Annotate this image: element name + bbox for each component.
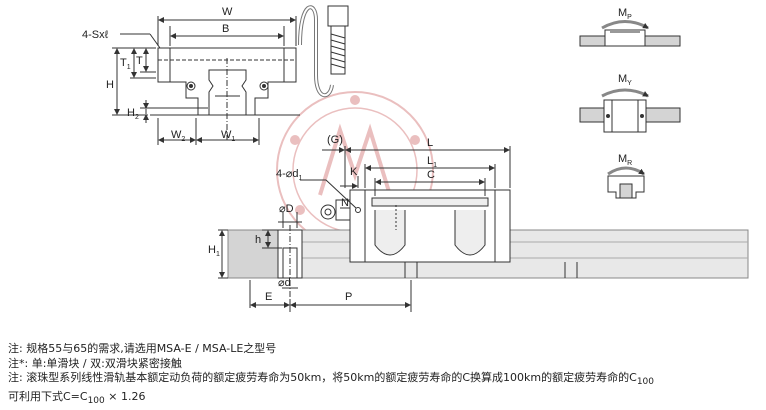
notes-section: 注: 规格55与65的需求,请选用MSA-E / MSA-LE之型号 注*: 单…	[8, 342, 764, 408]
moment-my-diagram	[579, 88, 681, 133]
label-E: E	[265, 291, 272, 303]
label-D: ⌀D	[279, 203, 294, 215]
note-3: 注: 滚珠型系列线性滑轨基本额定动负荷的额定疲劳寿命为50km，将50km的额定…	[8, 371, 654, 388]
moment-mp-diagram	[579, 20, 681, 47]
side-view	[218, 146, 749, 312]
label-B: B	[222, 23, 229, 35]
bolt-illustration	[327, 5, 349, 75]
label-T: T	[136, 55, 143, 67]
label-H: H	[106, 79, 114, 91]
note-2: 注*: 单:单滑块 / 双:双滑块紧密接触	[8, 356, 182, 370]
label-W: W	[222, 6, 233, 18]
label-L1: L1	[427, 155, 437, 169]
label-MP: MP	[618, 7, 632, 21]
note-4: 可利用下式C=C100 × 1.26	[8, 389, 146, 406]
label-H1: H1	[208, 244, 220, 258]
label-h: h	[255, 234, 261, 246]
moment-mr-diagram	[607, 166, 645, 199]
label-N: N	[341, 197, 349, 209]
ball-left	[186, 81, 196, 91]
ball-right	[259, 81, 269, 91]
label-L: L	[427, 137, 433, 149]
label-MR: MR	[618, 153, 632, 167]
label-K: K	[350, 166, 358, 178]
label-d: ⌀d	[278, 277, 291, 289]
label-W1: W1	[221, 129, 235, 143]
label-T1: T1	[120, 57, 131, 71]
label-d1: 4-⌀d1	[276, 168, 303, 182]
technical-drawing: W B 4-Sxℓ T1 T H H2 W2 W1	[82, 5, 749, 312]
label-P: P	[345, 291, 352, 303]
label-screw: 4-Sxℓ	[82, 29, 109, 41]
note-1: 注: 规格55与65的需求,请选用MSA-E / MSA-LE之型号	[8, 342, 277, 355]
front-view	[112, 16, 300, 145]
label-H2: H2	[127, 107, 139, 121]
label-G: (G)	[327, 134, 343, 146]
label-MY: MY	[618, 73, 632, 87]
label-C: C	[427, 169, 435, 181]
label-W2: W2	[171, 129, 185, 143]
